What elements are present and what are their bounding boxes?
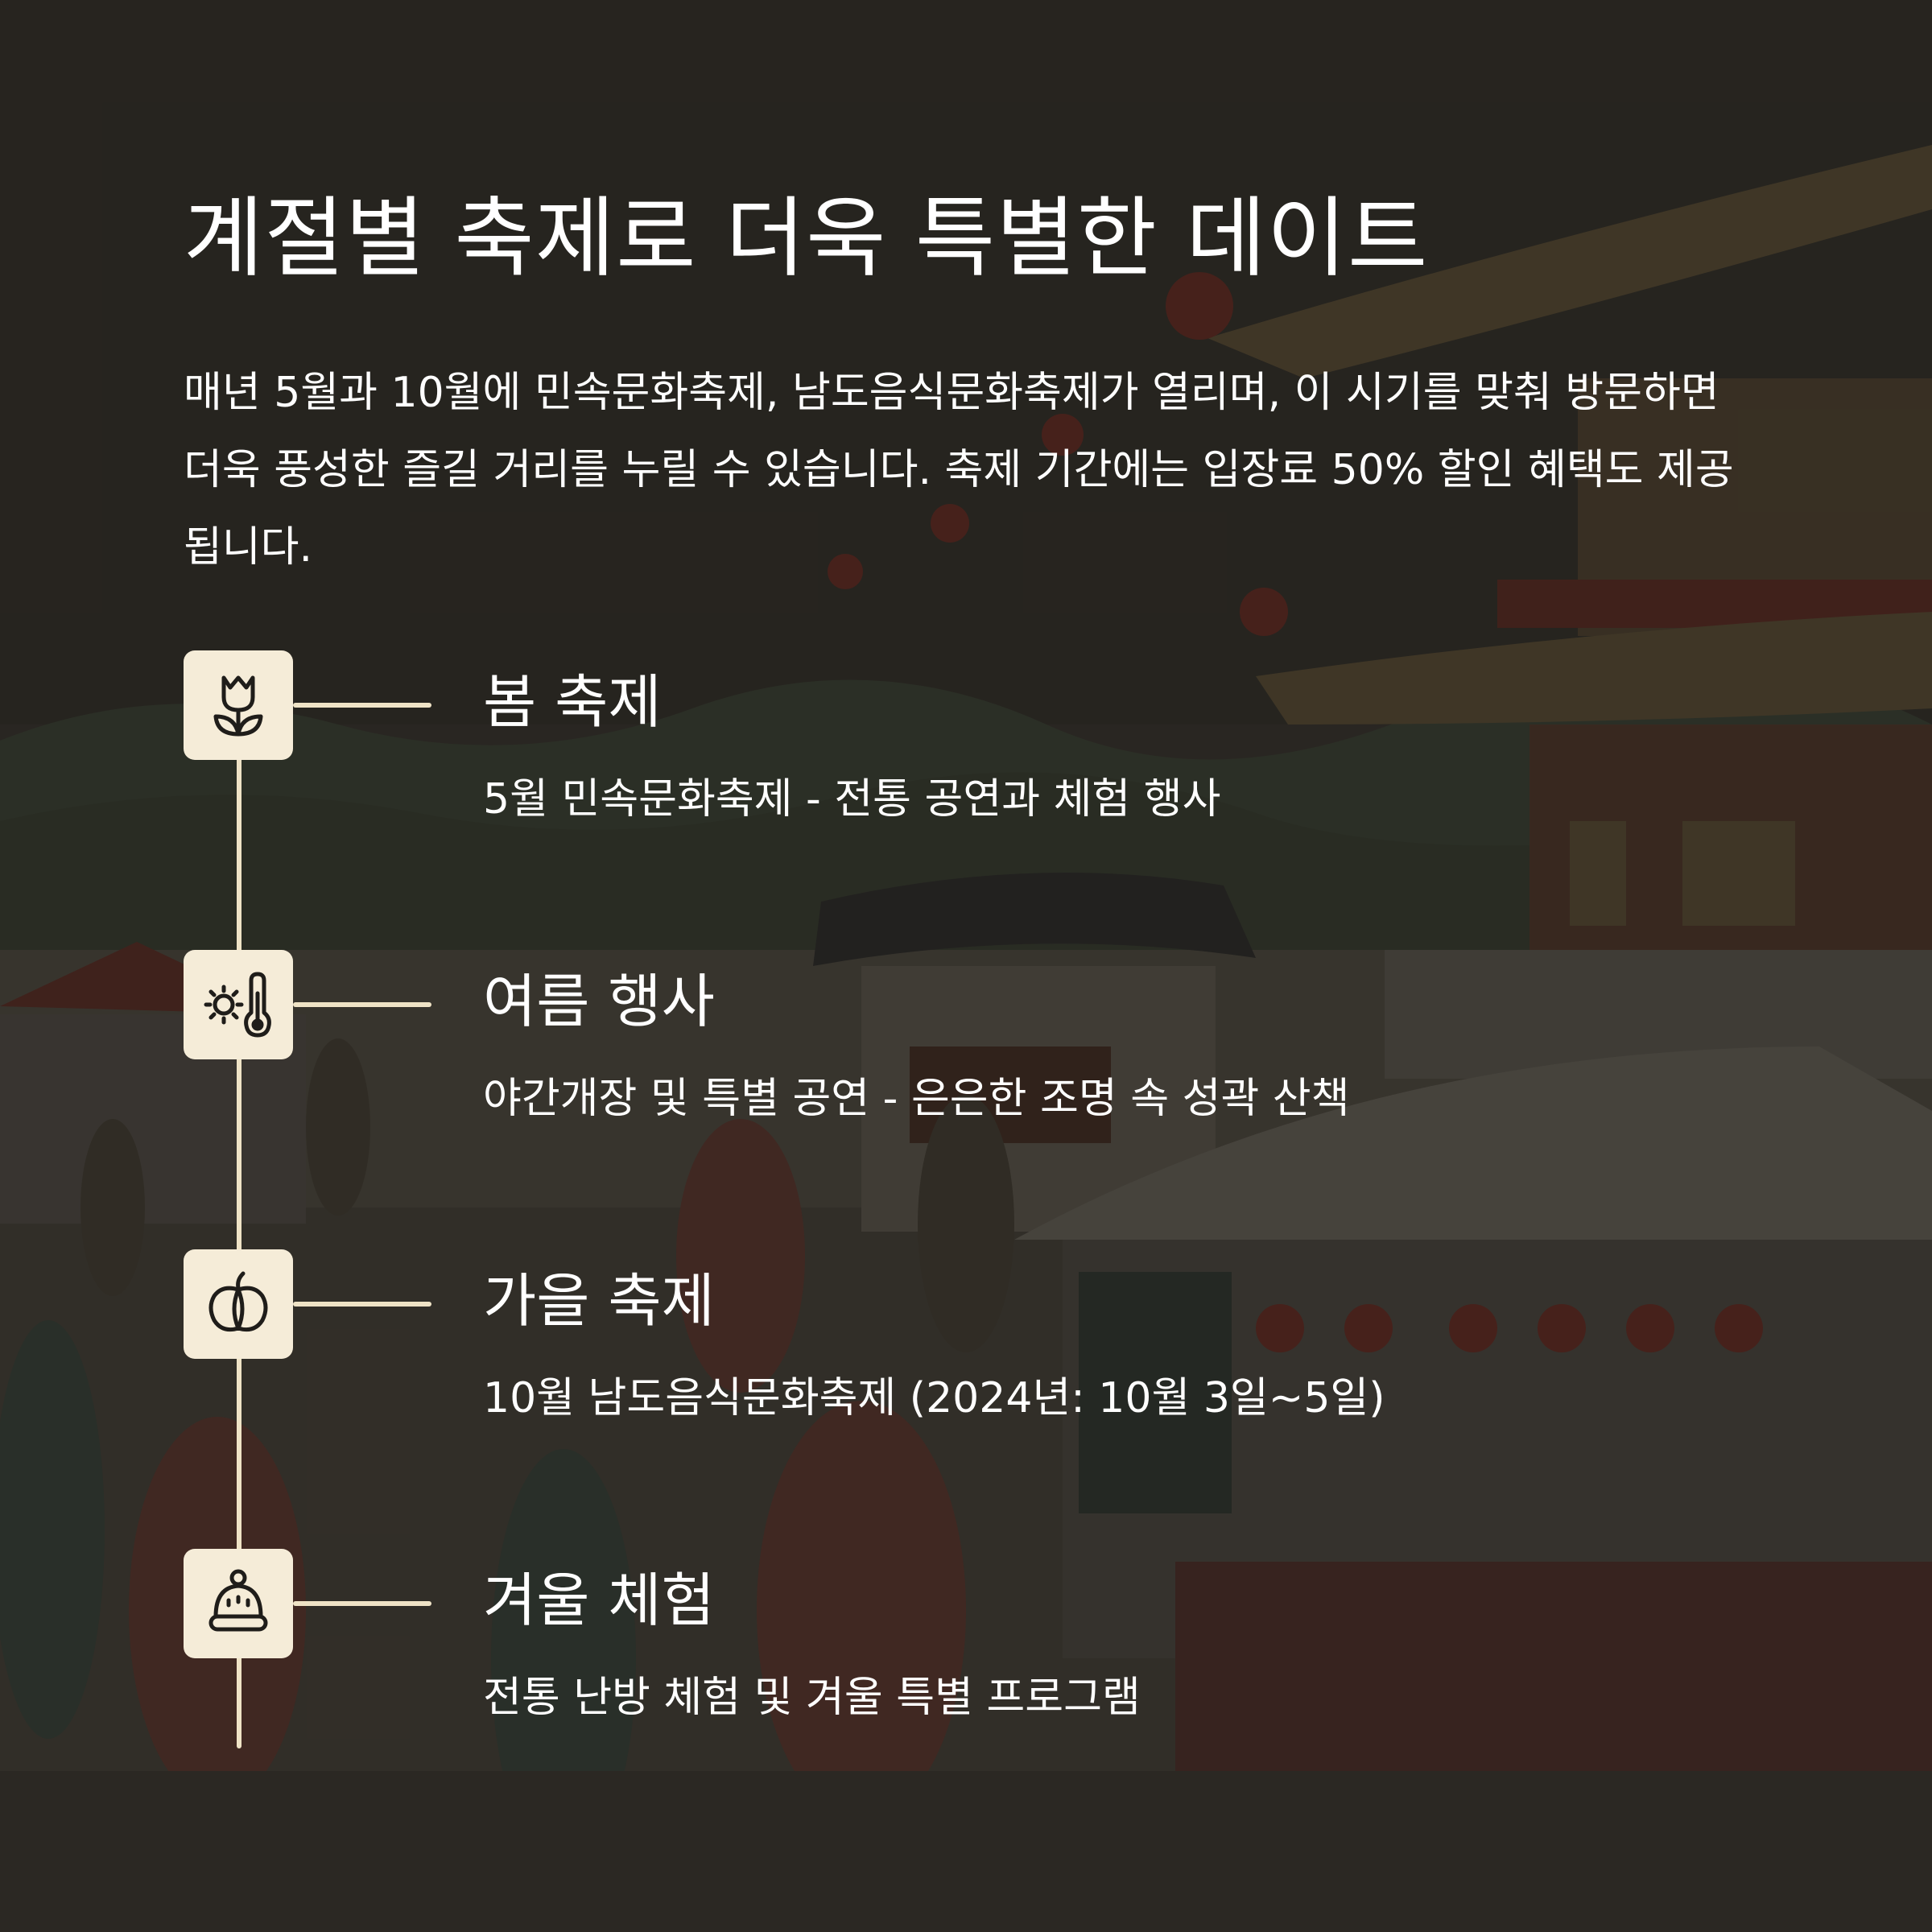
icon-box: [184, 1549, 293, 1658]
timeline-connector: [293, 1601, 431, 1606]
timeline-line: [237, 724, 242, 1748]
icon-box: [184, 950, 293, 1059]
timeline-item-autumn: 가을 축제 10월 남도음식문화축제 (2024년: 10월 3일~5일): [184, 1249, 1713, 1467]
page-title: 계절별 축제로 더욱 특별한 데이트: [184, 188, 1429, 289]
timeline-connector: [293, 1302, 431, 1307]
event-description: 전통 난방 체험 및 겨울 특별 프로그램: [483, 1674, 1141, 1722]
sun-thermometer-icon: [204, 972, 271, 1038]
winter-hat-icon: [208, 1569, 268, 1632]
timeline-connector: [293, 703, 431, 708]
intro-paragraph: 매년 5월과 10월에 민속문화축제, 남도음식문화축제가 열리며, 이 시기를…: [184, 369, 1734, 572]
tulip-icon: [213, 675, 263, 737]
icon-box: [184, 650, 293, 760]
event-title: 여름 행사: [483, 968, 715, 1035]
event-description: 야간개장 및 특별 공연 - 은은한 조명 속 성곽 산책: [483, 1075, 1350, 1123]
timeline-item-winter: 겨울 체험 전통 난방 체험 및 겨울 특별 프로그램: [184, 1549, 1713, 1766]
pumpkin-icon: [208, 1271, 268, 1332]
event-title: 겨울 체험: [483, 1567, 715, 1634]
event-description: 10월 남도음식문화축제 (2024년: 10월 3일~5일): [483, 1374, 1385, 1422]
timeline-connector: [293, 1002, 431, 1007]
timeline-item-spring: 봄 축제 5월 민속문화축제 - 전통 공연과 체험 행사: [184, 650, 1713, 868]
icon-box: [184, 1249, 293, 1359]
event-title: 봄 축제: [483, 668, 662, 736]
event-description: 5월 민속문화축제 - 전통 공연과 체험 행사: [483, 775, 1221, 824]
timeline-item-summer: 여름 행사 야간개장 및 특별 공연 - 은은한 조명 속 성곽 산책: [184, 950, 1713, 1167]
event-title: 가을 축제: [483, 1267, 715, 1335]
